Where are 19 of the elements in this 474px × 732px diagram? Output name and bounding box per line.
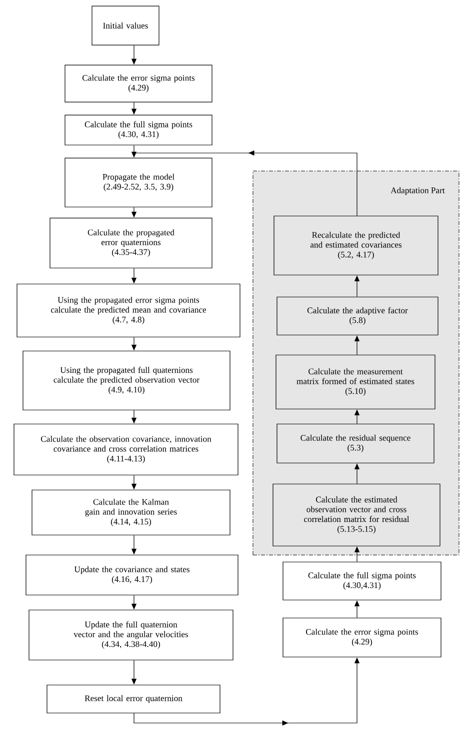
process-box: Calculate the Kalman gain and innovation series (4.14, 4.15) bbox=[32, 490, 230, 536]
process-box: Reset local error quaternion bbox=[46, 684, 220, 714]
process-box: Calculate the estimated observation vector and cross correlation matrix for residual (5.13-5.15) bbox=[272, 484, 440, 546]
process-box: Calculate the full sigma points (4.30,4.31) bbox=[282, 562, 442, 600]
process-box: Calculate the observation covariance, innovation covariance and cross correlation matrices (4.11-4.13) bbox=[14, 424, 238, 476]
process-box: Update the full quaternion vector and the angular velocities (4.34, 4.38-4.40) bbox=[28, 610, 234, 660]
process-box: Calculate the measurement matrix formed of estimated states (5.10) bbox=[276, 354, 436, 410]
process-box: Calculate the adaptive factor (5.8) bbox=[276, 296, 438, 336]
process-box: Calculate the error sigma points (4.29) bbox=[282, 618, 442, 658]
process-box: Update the covariance and states (4.16, 4.17) bbox=[26, 554, 238, 596]
process-box: Using the propagated error sigma points calculate the predicted mean and covariance (4.7, 4.8) bbox=[16, 284, 240, 338]
process-box: Propagate the model (2.49-2.52, 3.5, 3.9) bbox=[64, 158, 212, 208]
process-box: Calculate the error sigma points (4.29) bbox=[64, 64, 212, 102]
process-box: Calculate the propagated error quaternions (4.35-4.37) bbox=[50, 218, 212, 268]
process-box: Calculate the residual sequence (5.3) bbox=[276, 424, 434, 464]
process-box: Initial values bbox=[92, 6, 160, 46]
process-box: Using the propagated full quaternions calculate the predicted observation vector (4.9, 4.10) bbox=[22, 350, 230, 410]
process-box: Recalculate the predicted and estimated covariances (5.2, 4.17) bbox=[274, 216, 438, 276]
process-box: Calculate the full sigma points (4.30, 4.31) bbox=[64, 114, 212, 146]
